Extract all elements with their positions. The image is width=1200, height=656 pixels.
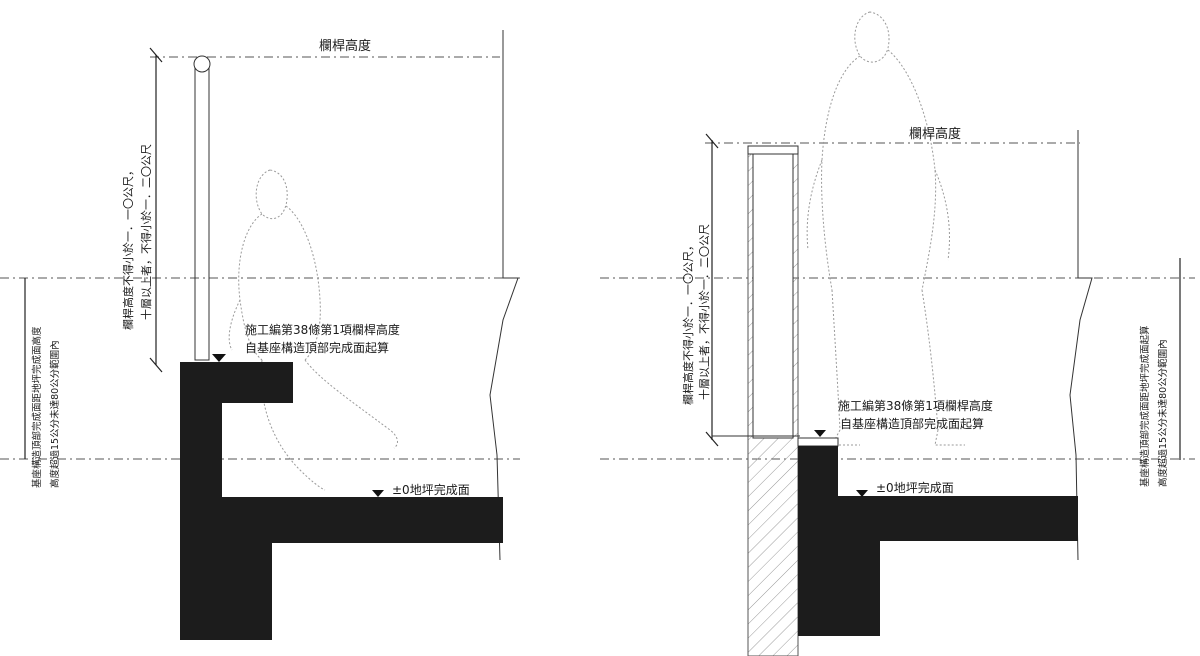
left-floor-label: ±0地坪完成面 [392,482,470,497]
right-side-note-2: 高度超過15公分未達80公分範圍內 [1157,339,1169,487]
left-dim-tick-bottom [149,357,163,373]
left-side-note-2: 高度超過15公分未達80公分範圍內 [49,340,61,488]
left-floor-level-marker [372,490,384,497]
right-parapet-cap [747,145,799,155]
left-note-line-1: 施工編第38條第1項欄桿高度 [245,322,400,337]
left-wall-outline [489,30,519,561]
right-vertical-dim-label-2: 十層以上者，不得小於一．二〇公尺 [697,224,711,400]
left-concrete-base [180,362,503,640]
left-person-figure [228,169,398,491]
right-diagram: 欄桿高度 施工編第38條第1項欄桿高度 自基座構造頂部完成面起算 ±0地坪完成面… [600,11,1195,656]
right-person-figure [806,11,965,446]
left-base-level-marker [212,354,226,362]
left-vertical-dim-label-1: 欄桿高度不得小於一．一〇公尺， [121,165,135,330]
right-dim-tick-top [705,133,719,149]
left-diagram: 欄桿高度 施工編第38條第1項欄桿高度 自基座構造頂部完成面起算 ±0地坪完成面… [0,30,520,640]
left-note-line-2: 自基座構造頂部完成面起算 [245,340,389,355]
left-dim-tick-top [149,47,163,63]
right-vertical-dim-label-1: 欄桿高度不得小於一．一〇公尺， [681,240,695,405]
right-side-note-1: 基座構造頂部完成面距地坪完成面起算 [1139,325,1151,487]
right-wall-outline [1069,130,1093,561]
left-vertical-dim-label-2: 十層以上者，不得小於一．二〇公尺 [139,144,153,320]
right-dim-tick-bottom [705,431,719,447]
left-railing-handrail [193,55,211,73]
left-top-label: 欄桿高度 [319,38,371,54]
right-floor-label: ±0地坪完成面 [876,480,954,495]
right-top-label: 欄桿高度 [909,126,961,142]
right-base-top-slab [797,437,839,447]
right-note-line-1: 施工編第38條第1項欄桿高度 [838,398,993,413]
right-floor-level-marker [856,490,868,497]
right-parapet-body [752,147,794,439]
left-side-note-1: 基座構造頂部完成面距地坪完成面高度 [31,326,43,488]
right-base-level-marker [814,430,826,437]
right-concrete-base [798,446,1078,636]
right-note-line-2: 自基座構造頂部完成面起算 [840,416,984,431]
left-railing-post [194,67,210,361]
